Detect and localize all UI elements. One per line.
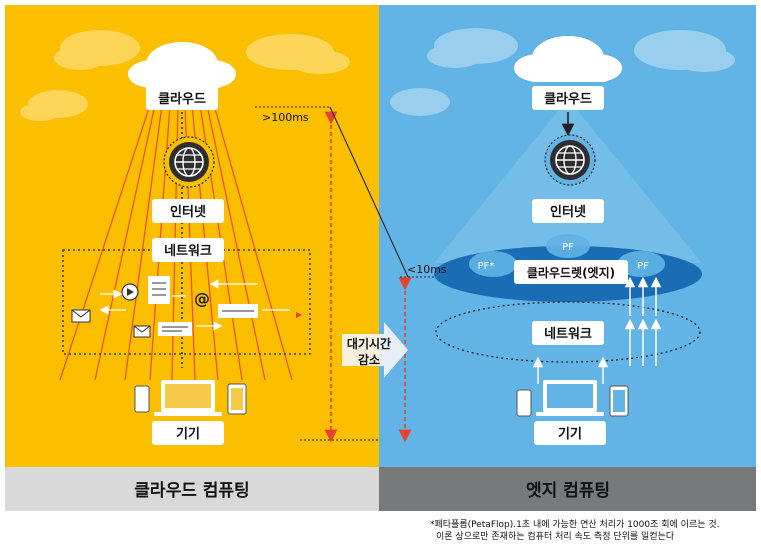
latency-reduction-arrow: 대기시간 감소	[342, 322, 408, 378]
message-card	[158, 322, 192, 336]
upload-arrows	[532, 276, 662, 384]
internet-label: 인터넷	[170, 204, 206, 220]
device-label-box	[534, 421, 606, 445]
document-icon	[148, 276, 170, 304]
background-clouds	[390, 28, 735, 116]
right-panel-title: 엣지 컴퓨팅	[526, 480, 610, 501]
background-clouds	[20, 30, 350, 121]
left-panel-footer	[5, 467, 379, 511]
latency-right-label: <10ms	[407, 263, 447, 276]
cloud-label-box	[532, 86, 604, 110]
play-icon	[121, 283, 139, 301]
network-ellipse	[435, 301, 701, 363]
latency-reduction-label: 감소	[358, 352, 380, 367]
device-label-box	[152, 421, 224, 445]
footnote-line: 이론 상으로만 존재하는 컴퓨터 처리 속도 측정 단위를 일컫는다	[436, 530, 675, 542]
latency-reduction-label: 대기시간	[347, 336, 391, 351]
network-traffic-icons: @	[71, 276, 302, 338]
mail-icon	[133, 325, 151, 338]
device-label: 기기	[558, 427, 582, 442]
edge-computing-panel: 엣지 컴퓨팅 클라우드 인터넷	[379, 5, 756, 511]
cloud-label: 클라우드	[544, 91, 592, 107]
left-panel-title: 클라우드 컴퓨팅	[134, 480, 249, 501]
pf-label: PF	[562, 242, 574, 253]
footnote-line: *페타플롭(PetaFlop).1초 내에 가능한 연산 처리가 1000조 회…	[430, 518, 720, 530]
cloudlet-label: 클라우드렛(엣지)	[527, 265, 615, 280]
pf-label: PF	[637, 261, 649, 272]
latency-connector	[329, 106, 409, 278]
cloud-icon	[128, 42, 236, 88]
phone-icon	[516, 389, 532, 417]
cloud-label-box	[146, 86, 218, 110]
mail-icon	[71, 309, 91, 323]
traffic-arrows	[99, 279, 290, 331]
cloud-icon	[514, 36, 622, 82]
network-label-box	[152, 238, 224, 262]
cloud-computing-panel: 클라우드 컴퓨팅 클라우드	[5, 5, 412, 511]
network-box	[62, 249, 311, 355]
latency-left-label: >100ms	[262, 111, 309, 124]
pf-clouds	[469, 234, 665, 277]
devices-icon	[134, 380, 247, 416]
globe-icon	[544, 134, 596, 186]
phone-icon	[134, 385, 150, 413]
red-dot-arrow	[296, 312, 302, 318]
at-sign-icon: @	[194, 289, 210, 308]
cloud-label: 클라우드	[158, 91, 206, 107]
network-label: 네트워크	[544, 326, 592, 342]
right-panel-footer	[379, 467, 756, 511]
devices-icon	[516, 380, 629, 417]
network-label: 네트워크	[164, 243, 212, 259]
internet-label-box	[152, 199, 224, 223]
globe-icon	[163, 136, 215, 188]
internet-label: 인터넷	[550, 204, 586, 220]
internet-label-box	[532, 199, 604, 223]
device-label: 기기	[176, 427, 200, 442]
cloudlet-label-box	[514, 260, 628, 284]
pf-label: PF*	[478, 261, 495, 272]
network-label-box	[532, 321, 604, 345]
svg-text:@: @	[194, 289, 210, 308]
